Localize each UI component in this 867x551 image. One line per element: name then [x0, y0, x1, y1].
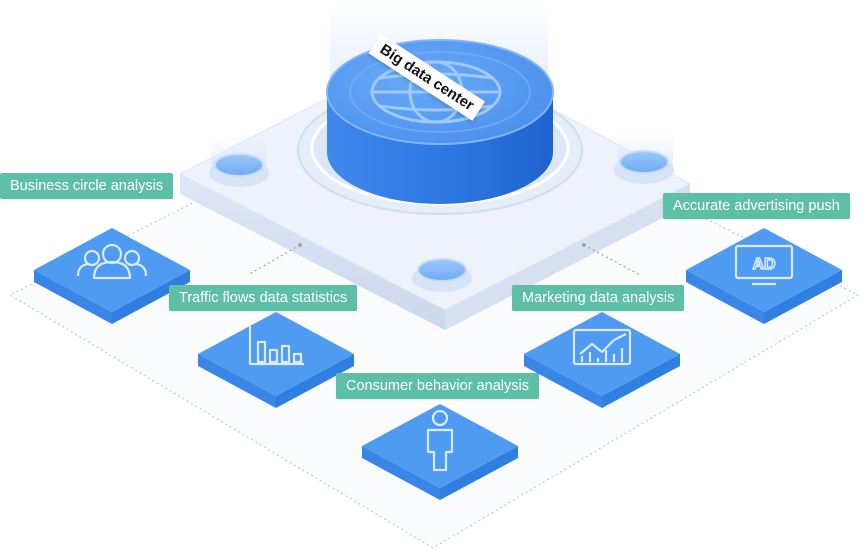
- pod-right: [614, 150, 674, 184]
- person-icon: [426, 409, 454, 472]
- people-group-icon: [76, 243, 148, 280]
- bar-chart-icon: [248, 326, 304, 366]
- ad-screen-icon: AD: [734, 244, 794, 286]
- pod-left: [209, 153, 269, 187]
- connector-dot: [582, 243, 586, 247]
- label-traffic-flows-data-statistics: Traffic flows data statistics: [169, 285, 358, 311]
- tile-consumer: [362, 404, 518, 500]
- trend-chart-icon: [572, 328, 632, 366]
- label-business-circle-analysis: Business circle analysis: [0, 173, 174, 199]
- tile-traffic: [198, 312, 354, 408]
- pod-bottom: [412, 258, 472, 292]
- label-marketing-data-analysis: Marketing data analysis: [512, 285, 685, 311]
- tile-advertising: AD: [686, 228, 842, 324]
- tile-business: [34, 228, 190, 324]
- tile-marketing: [524, 312, 680, 408]
- label-consumer-behavior-analysis: Consumer behavior analysis: [336, 373, 539, 399]
- connector-dot: [298, 243, 302, 247]
- label-accurate-advertising-push: Accurate advertising push: [663, 193, 850, 219]
- connectors: [247, 244, 641, 276]
- platform-side-right: [445, 184, 690, 330]
- platform-side-left: [180, 174, 445, 330]
- svg-text:AD: AD: [752, 256, 775, 273]
